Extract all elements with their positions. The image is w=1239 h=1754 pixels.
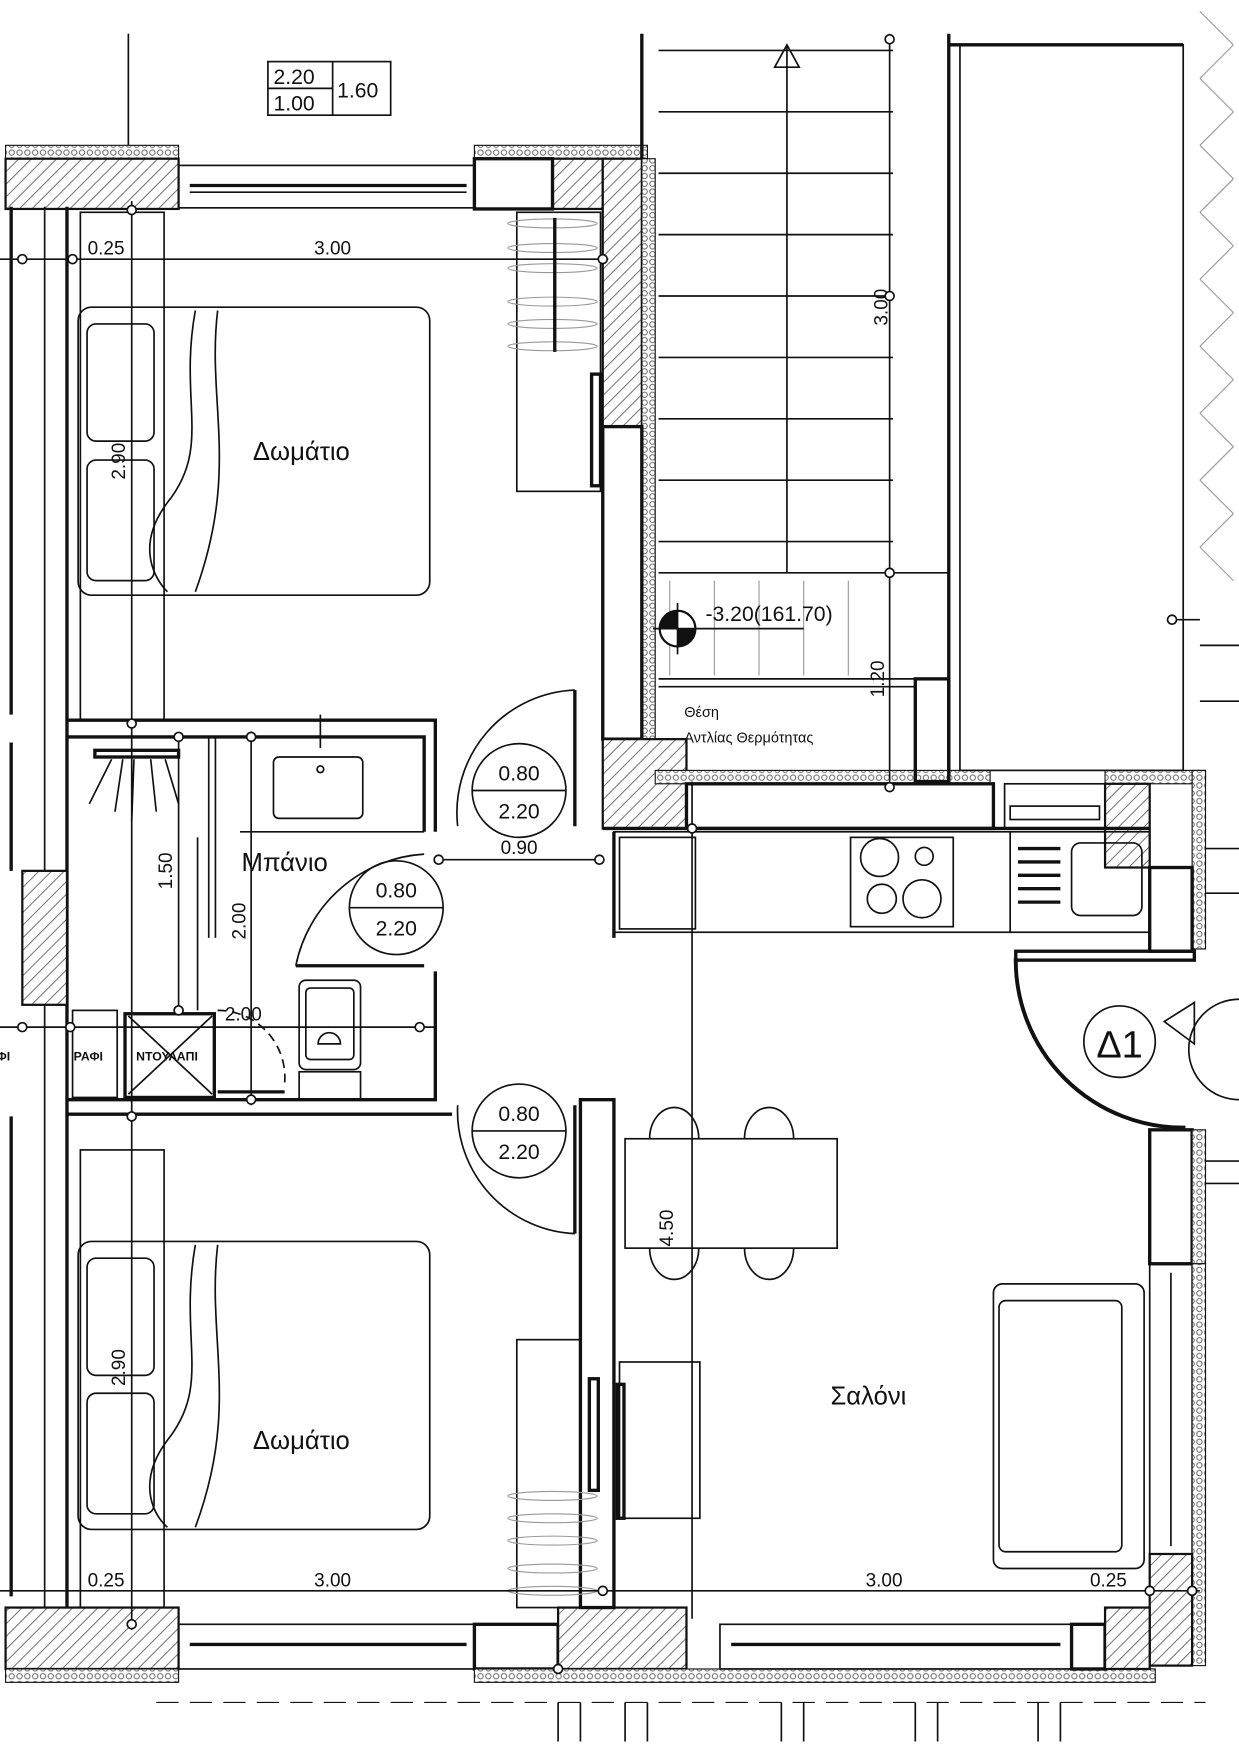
- heat-pump-label-2: Αντλίας Θερμότητας: [684, 730, 813, 746]
- door-tag: 0.80 2.20: [471, 742, 567, 839]
- dimension-bottom-right-wall: 0.25: [1090, 1570, 1127, 1591]
- dimension-corridor-width: 0.90: [501, 838, 538, 859]
- room-label-bathroom: Μπάνιο: [241, 849, 327, 877]
- door-tag: 0.80 2.20: [471, 1083, 567, 1179]
- doors: 0.80 2.20 0.80 2.20 0.80 2.20 Δ1: [348, 689, 1239, 1235]
- dining-table: [624, 1137, 838, 1249]
- storage-shelf-label: ΡΑΦΙ: [74, 1050, 103, 1064]
- dimension-top-left-wall: 0.25: [88, 239, 125, 260]
- room-label-bedroom-bottom: Δωμάτιο: [253, 1427, 350, 1455]
- nightstand: [79, 211, 165, 722]
- shower-head-icon: [93, 748, 181, 759]
- svg-text:2.20: 2.20: [376, 918, 417, 941]
- dimension-bedroom-top-depth: 2.90: [109, 443, 130, 480]
- svg-text:2.20: 2.20: [498, 800, 539, 823]
- svg-text:0.80: 0.80: [498, 762, 539, 785]
- toilet: [298, 979, 362, 1071]
- tv-unit: [618, 1361, 701, 1520]
- cooktop: [849, 836, 955, 928]
- room-label-living: Σαλόνι: [830, 1382, 906, 1410]
- window-height: 2.20: [273, 66, 314, 89]
- level-marker-icon: [652, 602, 804, 655]
- room-label-bedroom-top: Δωμάτιο: [253, 438, 350, 466]
- living-room: Σαλόνι 4.50: [615, 1106, 1145, 1570]
- entrance-door-tag: Δ1: [1083, 1005, 1157, 1079]
- dimension-bottom-living-width: 3.00: [866, 1570, 903, 1591]
- kitchen: [613, 830, 1151, 934]
- pillow: [86, 1257, 155, 1377]
- dimension-landing-depth: 1.20: [868, 660, 889, 697]
- staircase: 3.00 1.20 -3.20(161.70) Θέση Αντλίας Θερ…: [640, 10, 1239, 1185]
- pillow: [86, 459, 155, 582]
- wardrobe: [515, 1338, 582, 1609]
- fridge: [618, 836, 697, 930]
- svg-text:2.20: 2.20: [498, 1141, 539, 1164]
- pillow: [86, 1392, 155, 1515]
- exterior-walls: [4, 144, 1207, 1742]
- window-width: 1.60: [337, 79, 378, 102]
- dimension-top-bedroom-width: 3.00: [314, 239, 351, 260]
- bedroom-top: Δωμάτιο: [77, 211, 603, 722]
- dimension-bottom-bedroom-width: 3.00: [314, 1570, 351, 1591]
- dimension-shower-length: 1.50: [156, 852, 177, 889]
- svg-text:Δ1: Δ1: [1096, 1024, 1142, 1066]
- door-tag: 0.80 2.20: [348, 859, 444, 956]
- bathroom: ΡΑΦΙ ΝΤΟΥΛΑΠΙ ΦΙ Μπάνιο 1.50 2.00 2.00: [0, 714, 425, 1101]
- bed: [77, 1240, 431, 1531]
- dimension-lines: 0.25 3.00 2.90 2.90 0.90 0.25 3.00 3.00 …: [0, 33, 1200, 1675]
- window-sill: 1.00: [273, 93, 314, 116]
- dimension-bath-width: 2.00: [225, 1004, 262, 1025]
- svg-text:0.80: 0.80: [498, 1103, 539, 1126]
- heat-pump-label-1: Θέση: [684, 705, 719, 721]
- washbasin: [272, 756, 364, 820]
- dimension-living-depth: 4.50: [657, 1210, 678, 1247]
- storage-wardrobe-label: ΝΤΟΥΛΑΠΙ: [136, 1050, 198, 1064]
- kitchen-sink: [1070, 842, 1143, 917]
- bed: [77, 306, 431, 596]
- level-marker-label: -3.20(161.70): [705, 603, 832, 626]
- wardrobe: [515, 211, 602, 493]
- window-tag: 2.20 1.00 1.60: [267, 60, 392, 117]
- dimension-bottom-left-wall: 0.25: [88, 1570, 125, 1591]
- sofa: [992, 1283, 1145, 1570]
- nightstand: [79, 1149, 165, 1609]
- pillow: [86, 323, 155, 442]
- dimension-bath-depth: 2.00: [230, 903, 251, 940]
- interior-walls: [66, 718, 1150, 1610]
- storage-edge-label: ΦΙ: [0, 1050, 10, 1064]
- dimension-bedroom-bottom-depth: 2.90: [109, 1349, 130, 1386]
- svg-text:0.80: 0.80: [376, 880, 417, 903]
- bedroom-bottom: Δωμάτιο: [77, 1149, 600, 1609]
